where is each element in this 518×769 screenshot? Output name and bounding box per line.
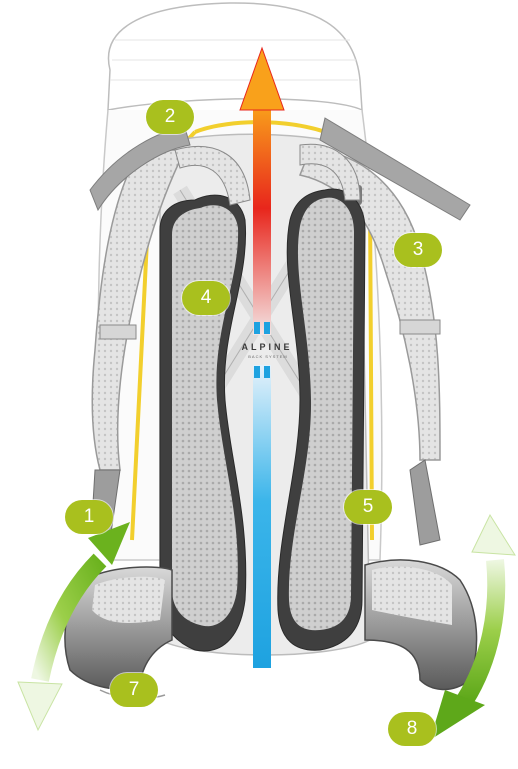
callout-badge-5: 5 [344,490,392,524]
callout-badge-1: 1 [65,500,113,534]
callout-badge-4: 4 [182,281,230,315]
callout-badge-8: 8 [388,712,436,746]
callout-badge-2: 2 [146,100,194,134]
callout-badge-7: 7 [110,673,158,707]
hip-belt-right [365,560,477,689]
brand-name: ALPINE [232,342,302,352]
brand-subtitle: BACK SYSTEM [238,354,298,359]
callout-badge-3: 3 [394,233,442,267]
